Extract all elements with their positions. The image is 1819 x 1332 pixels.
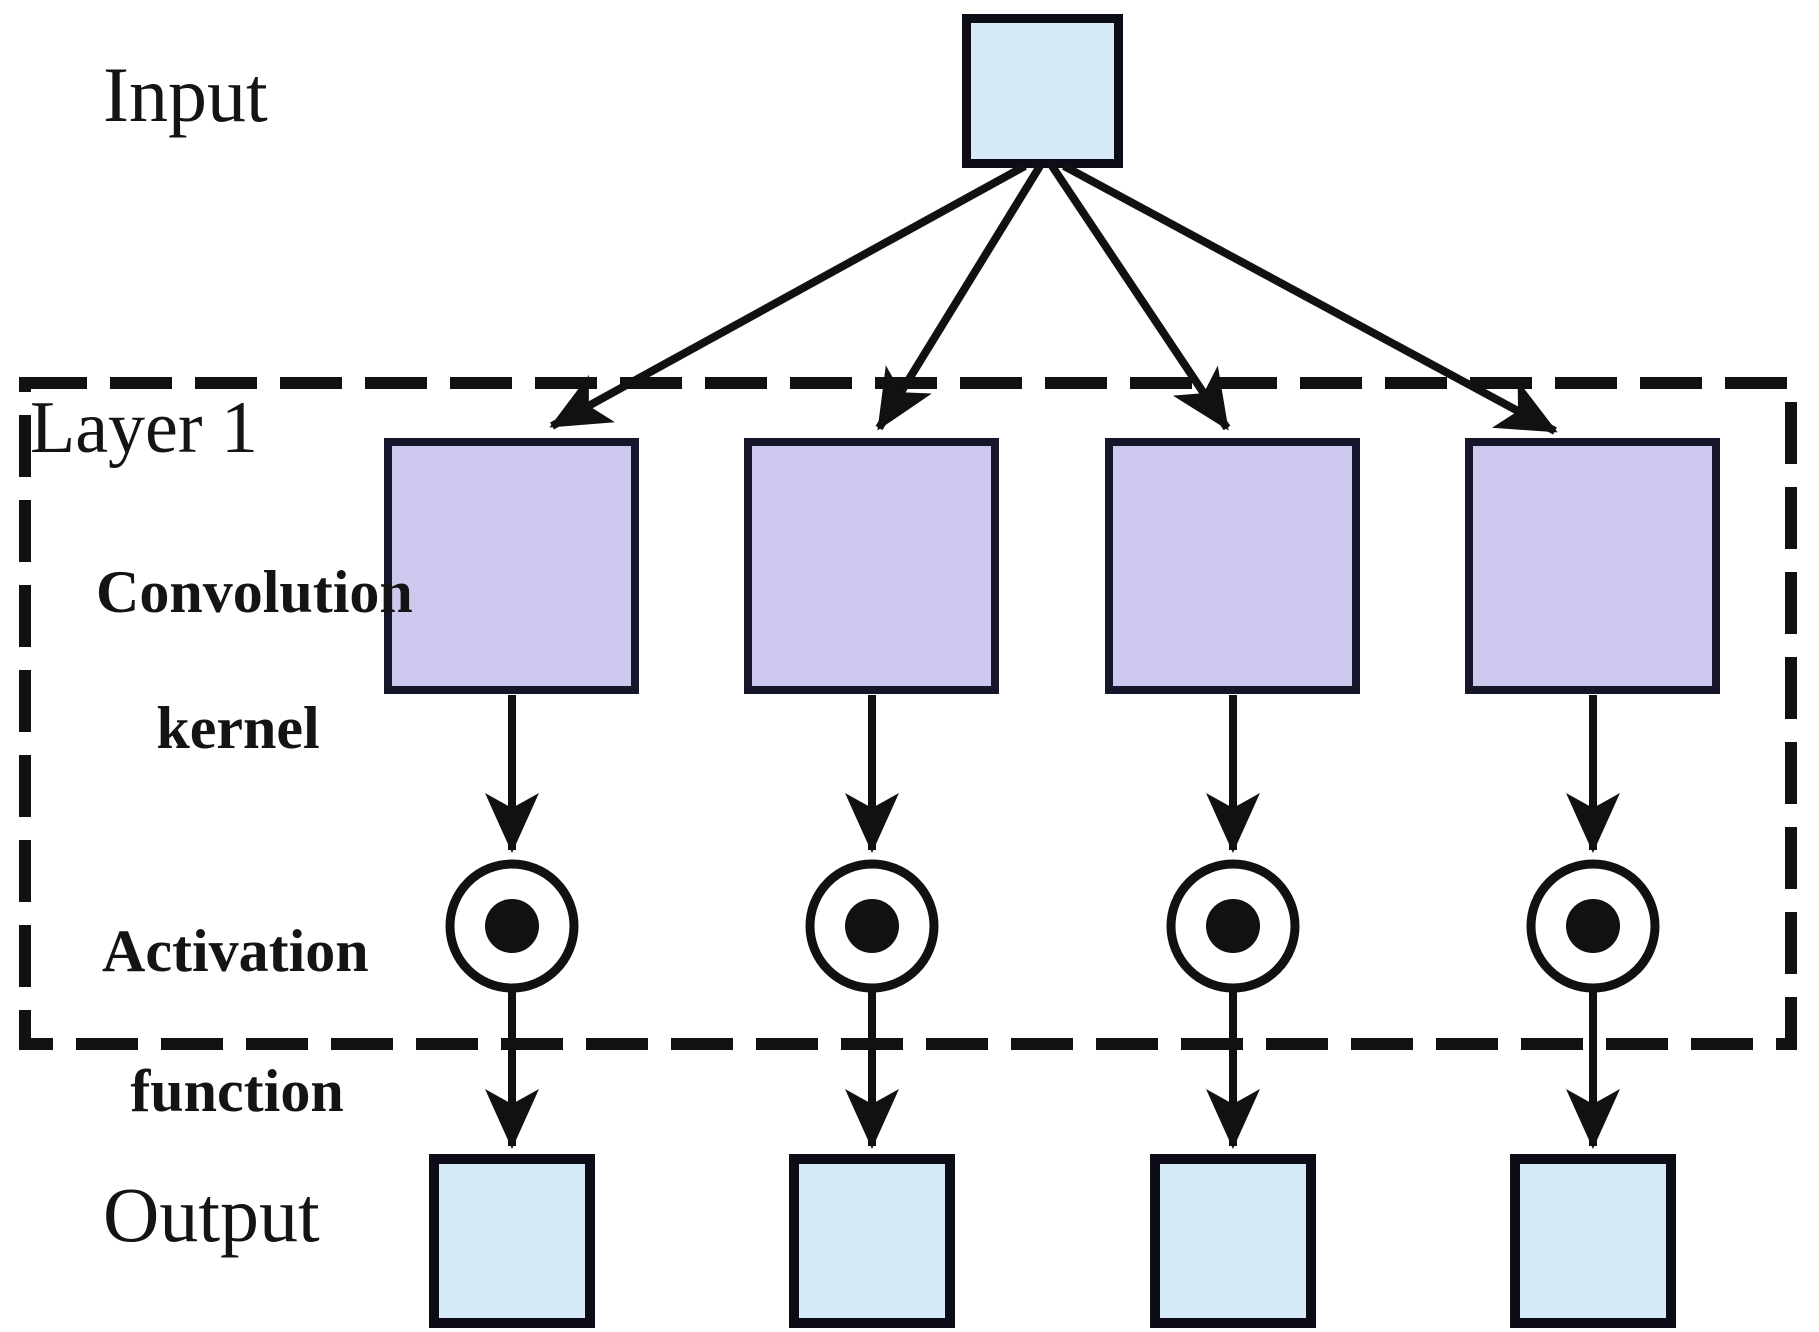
convolution-kernel-label: Convolution kernel xyxy=(36,490,413,830)
convolution-kernel-node-4 xyxy=(1465,438,1720,694)
convolution-kernel-node-2 xyxy=(744,438,999,694)
output-node-3 xyxy=(1150,1154,1316,1328)
kernel-to-activation-arrows xyxy=(485,695,1620,853)
output-node-1 xyxy=(429,1154,595,1328)
layer1-label: Layer 1 xyxy=(30,387,259,469)
output-node-4 xyxy=(1510,1154,1676,1328)
activation-circled-dot-icon-2 xyxy=(805,859,939,993)
convolution-kernel-label-line1: Convolution xyxy=(96,559,413,625)
output-label: Output xyxy=(103,1171,320,1258)
fan-arrow-2 xyxy=(875,163,1044,431)
convolution-kernel-node-1 xyxy=(384,438,639,694)
activation-symbols xyxy=(445,859,1660,993)
output-node-2 xyxy=(789,1154,955,1328)
input-label: Input xyxy=(103,51,268,138)
convolution-kernel-node-3 xyxy=(1105,438,1360,694)
activation-circled-dot-icon-4 xyxy=(1526,859,1660,993)
activation-function-label-line1: Activation xyxy=(102,918,369,984)
activation-circled-dot-icon-1 xyxy=(445,859,579,993)
activation-circled-dot-icon-3 xyxy=(1166,859,1300,993)
fan-arrow-4 xyxy=(1062,162,1558,435)
fan-arrow-1 xyxy=(549,162,1027,430)
fan-arrow-3 xyxy=(1048,163,1231,431)
input-fan-arrows xyxy=(549,162,1558,435)
activation-function-label-line2: function xyxy=(130,1058,344,1124)
convolution-kernel-label-line2: kernel xyxy=(156,695,320,761)
input-node xyxy=(962,14,1123,168)
activation-to-output-arrows xyxy=(485,992,1620,1149)
activation-function-label: Activation function xyxy=(36,846,378,1196)
